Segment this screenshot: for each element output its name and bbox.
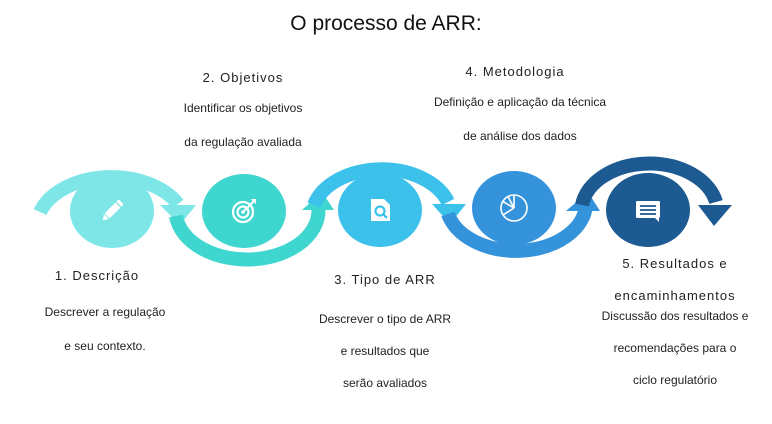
document-search-icon bbox=[371, 199, 390, 221]
step-3-description-line: e resultados que bbox=[340, 344, 430, 358]
step-4-description-line: de análise dos dados bbox=[463, 129, 577, 143]
step-4-label: 4. Metodologia bbox=[465, 64, 565, 79]
step-3-label: 3. Tipo de ARR bbox=[334, 272, 436, 287]
step-5-description-line: Discussão dos resultados e bbox=[601, 309, 749, 323]
step-1-description-line: Descrever a regulação bbox=[44, 305, 166, 319]
step-1-label: 1. Descrição bbox=[54, 268, 140, 283]
step-5-description-line: ciclo regulatório bbox=[632, 373, 718, 387]
step-3-description-line: serão avaliados bbox=[342, 376, 428, 390]
step-2-description-line: da regulação avaliada bbox=[184, 135, 302, 149]
step-3-description-line: Descrever o tipo de ARR bbox=[318, 312, 452, 326]
arrow-arc-4 bbox=[441, 204, 593, 258]
chat-message-icon bbox=[636, 201, 660, 222]
arrow-arc-2 bbox=[169, 203, 326, 267]
arrow-arc-5 bbox=[575, 156, 723, 207]
step-2-label: 2. Objetivos bbox=[202, 70, 284, 85]
pencil-icon bbox=[102, 199, 124, 221]
arrow-head-5 bbox=[698, 205, 732, 226]
step-5-description: Discussão dos resultados e recomendações… bbox=[585, 303, 765, 393]
arrow-arc-3 bbox=[307, 162, 455, 208]
pie-chart-icon bbox=[500, 194, 528, 222]
step-2-description: Identificar os objetivos da regulação av… bbox=[158, 95, 328, 155]
arrow-head-1 bbox=[160, 205, 196, 225]
step-3-description: Descrever o tipo de ARR e resultados que… bbox=[300, 306, 470, 396]
step-4-description: Definição e aplicação da técnica de anál… bbox=[420, 89, 620, 149]
step-1-description: Descrever a regulação e seu contexto. bbox=[20, 299, 190, 359]
diagram-title: O processo de ARR: bbox=[290, 12, 482, 35]
step-5-label-line: 5. Resultados e bbox=[622, 256, 728, 271]
step-1-description-line: e seu contexto. bbox=[64, 339, 146, 353]
step-4-description-line: Definição e aplicação da técnica bbox=[433, 95, 607, 109]
step-2-description-line: Identificar os objetivos bbox=[183, 101, 303, 115]
step-5-label: 5. Resultados e encaminhamentos bbox=[600, 248, 750, 312]
step-5-label-line: encaminhamentos bbox=[614, 288, 736, 303]
target-icon bbox=[231, 199, 256, 224]
step-5-description-line: recomendações para o bbox=[613, 341, 737, 355]
